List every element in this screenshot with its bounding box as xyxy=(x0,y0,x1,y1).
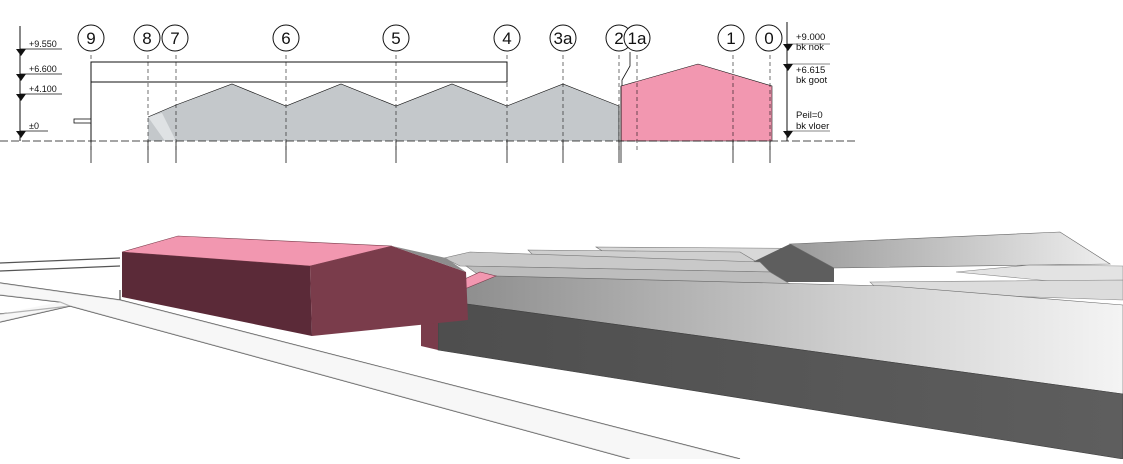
svg-text:+9.550: +9.550 xyxy=(29,39,57,49)
level-marker-goot: +6.615 bk goot xyxy=(783,63,830,86)
new-building-rear xyxy=(392,246,466,272)
perspective-view xyxy=(0,231,1123,460)
level-marker-vloer: Peil=0 bk vloer xyxy=(783,110,830,138)
svg-text:+4.100: +4.100 xyxy=(29,84,57,94)
grid-bubble-3a: 3a xyxy=(549,24,577,52)
svg-text:9: 9 xyxy=(86,29,95,48)
level-marker-nok: +9.000 bk nok xyxy=(783,32,830,53)
svg-text:bk nok: bk nok xyxy=(796,42,824,53)
svg-text:8: 8 xyxy=(142,29,151,48)
existing-hall-section xyxy=(148,84,619,141)
grid-bubble-0: 0 xyxy=(755,24,783,52)
grid-bubble-6: 6 xyxy=(272,24,300,52)
grid-bubble-5: 5 xyxy=(382,24,410,52)
grid-lines xyxy=(90,55,771,150)
grid-bubble-1: 1 xyxy=(717,24,745,52)
svg-text:5: 5 xyxy=(391,29,400,48)
right-level-markers: +9.000 bk nok +6.615 bk goot Peil=0 bk v… xyxy=(783,22,830,141)
svg-text:bk goot: bk goot xyxy=(796,75,828,86)
svg-text:7: 7 xyxy=(170,29,179,48)
grid-bubble-1a: 1a xyxy=(623,24,651,52)
level-marker-6600: +6.600 xyxy=(16,64,62,81)
grid-ticks xyxy=(90,86,771,163)
grid-bubble-8: 8 xyxy=(133,24,161,52)
grid-bubble-9: 9 xyxy=(77,24,105,52)
svg-text:2: 2 xyxy=(614,29,623,48)
svg-text:1: 1 xyxy=(726,29,735,48)
svg-text:+6.615: +6.615 xyxy=(796,65,825,76)
svg-text:+9.000: +9.000 xyxy=(796,32,825,43)
svg-text:Peil=0: Peil=0 xyxy=(796,110,823,121)
frame-outline xyxy=(90,61,508,83)
grid-bubble-7: 7 xyxy=(161,24,189,52)
svg-text:1a: 1a xyxy=(628,29,647,48)
gabled-hall-roof xyxy=(788,231,1112,269)
level-marker-4100: +4.100 xyxy=(16,84,62,101)
level-marker-9550: +9.550 xyxy=(16,39,62,56)
grid-bubble-4: 4 xyxy=(493,24,521,52)
door-symbol xyxy=(73,118,92,124)
new-building-front xyxy=(122,252,312,336)
svg-text:4: 4 xyxy=(502,29,511,48)
new-building-side xyxy=(310,246,468,336)
existing-hall-roofline xyxy=(147,83,620,118)
svg-text:±0: ±0 xyxy=(29,121,39,131)
svg-text:3a: 3a xyxy=(554,29,573,48)
left-level-markers: +9.550 +6.600 +4.100 ±0 xyxy=(16,26,62,141)
level-marker-0: ±0 xyxy=(16,121,48,138)
svg-text:+6.600: +6.600 xyxy=(29,64,57,74)
road-surface xyxy=(0,283,740,459)
cross-section: 9 8 7 6 5 4 3a xyxy=(0,22,858,163)
svg-text:bk vloer: bk vloer xyxy=(796,121,829,132)
svg-text:6: 6 xyxy=(281,29,290,48)
new-building-section xyxy=(620,63,773,142)
grid-2-leader xyxy=(621,52,631,86)
grid-bubbles: 9 8 7 6 5 4 3a xyxy=(77,24,783,52)
existing-hall-end-wedge xyxy=(148,113,176,141)
svg-text:0: 0 xyxy=(764,29,773,48)
